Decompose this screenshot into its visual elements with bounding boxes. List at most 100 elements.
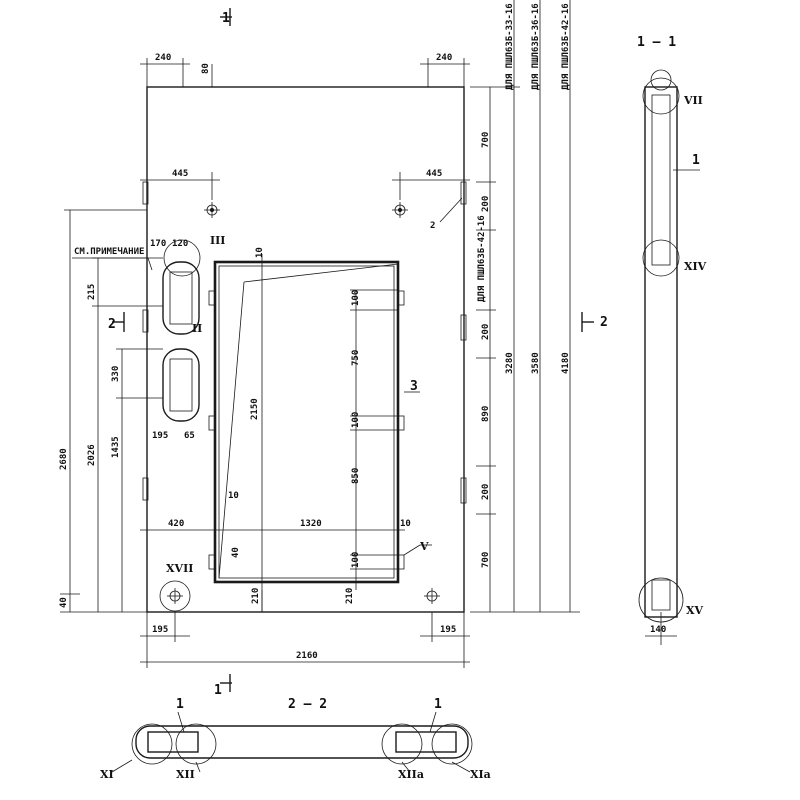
- section-title-2-2: 2 – 2: [288, 697, 327, 712]
- dim-2160: 2160: [296, 651, 318, 661]
- vent-oval-lower: [162, 348, 200, 422]
- dim-100-a: 100: [351, 290, 361, 306]
- s22-left-cage: [147, 731, 199, 753]
- lug: [397, 290, 405, 306]
- s11-lift-loop: [650, 69, 672, 91]
- callout-circle-XII: [175, 723, 217, 765]
- callout-VII: VII: [683, 94, 703, 107]
- edge-lug: [460, 477, 467, 504]
- door-opening-inner: [218, 265, 395, 579]
- dim-210-b: 210: [345, 588, 355, 604]
- edge-lug: [460, 314, 467, 341]
- s11-outline: [644, 86, 678, 618]
- callout-XI: XI: [100, 768, 114, 781]
- lug: [397, 554, 405, 570]
- mounting-loops: [159, 202, 440, 612]
- s11-rebar-bottom: [651, 579, 671, 611]
- dim-210-a: 210: [251, 588, 261, 604]
- label-variant-36: ДЛЯ ПШЛ63Б-36-16: [531, 3, 541, 90]
- section-mark-right: 2: [600, 315, 608, 330]
- panel-outline: [146, 86, 465, 613]
- vent-inner-lower: [169, 358, 193, 412]
- dim-100-b: 100: [351, 412, 361, 428]
- dim-215: 215: [87, 284, 97, 300]
- section-markers: [112, 8, 594, 692]
- dim-890: 890: [481, 406, 491, 422]
- dim-top-right: 240: [436, 53, 452, 63]
- main-panel: [146, 86, 465, 613]
- dim-top-left: 240: [155, 53, 171, 63]
- lug: [208, 290, 216, 306]
- callout-XV: XV: [686, 604, 704, 617]
- dim-195-bottom-left: 195: [152, 625, 168, 635]
- edge-lug: [142, 477, 149, 501]
- dim-40: 40: [231, 547, 241, 558]
- dim-100-c: 100: [351, 552, 361, 568]
- dim-200-c: 200: [481, 484, 491, 500]
- dim-420: 420: [168, 519, 184, 529]
- s11-rebar-top: [651, 94, 671, 266]
- callout-V: V: [419, 540, 429, 553]
- dim-200-b: 200: [481, 324, 491, 340]
- callout-XVII: XVII: [166, 562, 193, 575]
- door-swing-top: [243, 263, 399, 283]
- dim-3580: 3580: [531, 352, 541, 374]
- edge-lug: [142, 309, 149, 333]
- callout-XII: XII: [176, 768, 195, 781]
- dimension-lines: [60, 0, 580, 668]
- dim-10-a: 10: [400, 519, 411, 529]
- dim-top-80: 80: [201, 63, 211, 74]
- callout-circle-XIV: [642, 239, 680, 277]
- s22-outline: [135, 725, 469, 759]
- dim-40-left: 40: [59, 597, 69, 608]
- label-s22-pos-1-right: 1: [434, 697, 442, 712]
- dim-1435: 1435: [111, 436, 121, 458]
- dim-200-a: 200: [481, 196, 491, 212]
- callout-III: III: [210, 234, 225, 247]
- dim-10-b: 10: [228, 491, 239, 501]
- edge-lug: [142, 181, 149, 205]
- dim-750: 750: [351, 350, 361, 366]
- dim-195-bottom-right: 195: [440, 625, 456, 635]
- door-swing-left: [218, 281, 245, 579]
- label-note: СМ.ПРИМЕЧАНИЕ: [74, 247, 144, 257]
- section-mark-top: 1: [222, 11, 230, 26]
- lug: [208, 415, 216, 431]
- lug: [208, 554, 216, 570]
- vent-oval-upper: [162, 261, 200, 335]
- dim-850: 850: [351, 468, 361, 484]
- callout-circle-XIa: [431, 723, 473, 765]
- callout-circle-XIIa: [381, 723, 423, 765]
- dim-445-left: 445: [172, 169, 188, 179]
- s22-right-cage: [395, 731, 457, 753]
- callout-XIV: XIV: [684, 260, 707, 273]
- dim-330: 330: [111, 366, 121, 382]
- label-s22-pos-1-left: 1: [176, 697, 184, 712]
- callout-circle-XVII: [159, 580, 191, 612]
- section-title-1-1: 1 – 1: [637, 35, 676, 50]
- callout-circle-XI: [131, 723, 173, 765]
- section-1-1: [638, 69, 700, 645]
- text-labels: 1 1 2 2 1 – 1 2 – 2 240 240 80 445 445 1…: [59, 3, 707, 781]
- dim-700-top: 700: [481, 132, 491, 148]
- section-mark-bottom: 1: [214, 683, 222, 698]
- label-variant-42-inner: ДЛЯ ПШЛ63Б-42-16: [477, 215, 487, 302]
- section-2-2: [111, 711, 473, 773]
- dim-445-right: 445: [426, 169, 442, 179]
- lug: [397, 415, 405, 431]
- dim-1320: 1320: [300, 519, 322, 529]
- label-pos-2: 2: [430, 221, 435, 231]
- vent-inner-upper: [169, 271, 193, 325]
- dim-3280: 3280: [505, 352, 515, 374]
- dim-2680: 2680: [59, 448, 69, 470]
- dim-10-c: 10: [255, 247, 265, 258]
- edge-lug: [460, 181, 467, 205]
- opening-lugs: [142, 181, 467, 570]
- dim-195: 195: [152, 431, 168, 441]
- label-variant-33: ДЛЯ ПШЛ63Б-33-16: [505, 3, 515, 90]
- label-s11-pos-1: 1: [692, 153, 700, 168]
- section-mark-left: 2: [108, 317, 116, 332]
- dim-140: 140: [650, 625, 666, 635]
- dim-700-bot: 700: [481, 552, 491, 568]
